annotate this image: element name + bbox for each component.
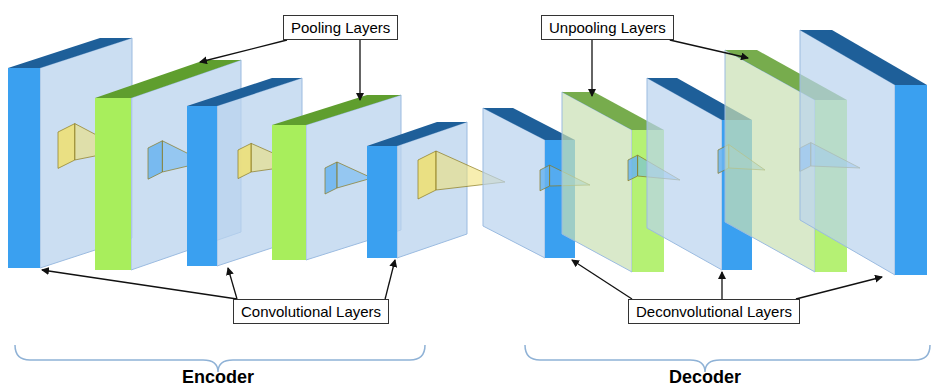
- layer-side: [8, 68, 40, 268]
- kernel: [325, 162, 337, 194]
- callout-box: Unpooling Layers: [541, 15, 674, 40]
- layer-top: [187, 78, 302, 106]
- kernel: [238, 143, 251, 178]
- layer-side: [895, 85, 927, 275]
- layer-side: [187, 106, 217, 266]
- kernel: [148, 141, 162, 179]
- kernel: [418, 151, 436, 199]
- layer-top: [483, 108, 575, 140]
- leader-arrow: [359, 40, 360, 100]
- callout-box: Convolutional Layers: [233, 299, 389, 324]
- layer-top: [367, 122, 467, 146]
- layer-top: [8, 38, 132, 68]
- layer-top: [272, 95, 401, 125]
- callout-box: Pooling Layers: [283, 15, 398, 40]
- kernel: [628, 155, 638, 181]
- leader-arrow: [572, 260, 632, 299]
- section-label: Encoder: [182, 367, 254, 388]
- section-label: Decoder: [669, 367, 741, 388]
- kernel: [540, 165, 550, 191]
- callout-text: Unpooling Layers: [549, 19, 666, 36]
- leader-arrow: [670, 40, 748, 58]
- callout-box: Deconvolutional Layers: [628, 299, 800, 324]
- layer-top: [800, 30, 927, 85]
- layer-side: [95, 98, 131, 270]
- leader-arrow: [385, 260, 395, 299]
- leader-arrow: [42, 270, 237, 299]
- callout-text: Pooling Layers: [291, 19, 390, 36]
- layer-side: [367, 146, 397, 258]
- leader-arrow: [591, 40, 592, 96]
- leader-arrow: [796, 277, 882, 299]
- kernel-projection: [337, 162, 372, 188]
- callout-text: Deconvolutional Layers: [636, 303, 792, 320]
- leader-arrow: [200, 40, 287, 62]
- layer-side: [272, 125, 306, 260]
- leader-arrow: [228, 268, 237, 299]
- layer-top: [95, 60, 241, 98]
- leader-arrow: [721, 272, 722, 299]
- callout-text: Convolutional Layers: [241, 303, 381, 320]
- kernel: [58, 124, 75, 169]
